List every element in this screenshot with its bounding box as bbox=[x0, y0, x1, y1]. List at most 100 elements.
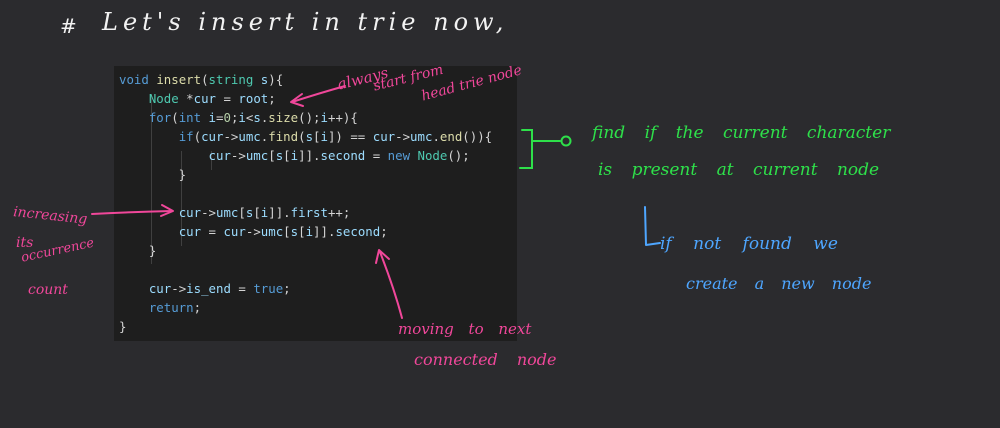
code-token: umc bbox=[410, 129, 433, 144]
code-line: cur->umc[s[i]].second = new Node(); bbox=[119, 146, 470, 165]
code-token: } bbox=[119, 243, 157, 258]
code-token: (); bbox=[447, 148, 470, 163]
code-token: i bbox=[290, 148, 299, 163]
code-token: second bbox=[320, 148, 366, 163]
code-line: for(int i=0;i<s.size();i++){ bbox=[119, 108, 358, 127]
code-token: [ bbox=[268, 148, 276, 163]
code-token: } bbox=[119, 319, 127, 334]
arrow-to-first-head bbox=[160, 204, 174, 217]
code-token: . bbox=[260, 110, 269, 125]
code-token: cur bbox=[201, 129, 224, 144]
code-token: s bbox=[253, 110, 261, 125]
code-token: ]]. bbox=[268, 205, 291, 220]
code-token: Node bbox=[417, 148, 448, 163]
code-token: ++; bbox=[327, 205, 351, 220]
code-token: first bbox=[290, 205, 328, 220]
code-token: cur bbox=[223, 224, 246, 239]
code-token: ()){ bbox=[462, 129, 493, 144]
code-token: ; bbox=[193, 300, 202, 315]
code-token: return bbox=[148, 300, 194, 315]
code-token: ]) == bbox=[327, 129, 373, 144]
code-token: = bbox=[216, 91, 239, 106]
arrow-to-root-head bbox=[290, 93, 304, 107]
annotation-find: find if the current character bbox=[592, 123, 891, 143]
code-token: = bbox=[365, 148, 388, 163]
code-token: string bbox=[208, 72, 261, 87]
annotation-create-node: create a new node bbox=[686, 274, 872, 293]
code-editor: void insert(string s){ Node *cur = root;… bbox=[114, 66, 517, 341]
code-token: i bbox=[305, 224, 314, 239]
code-token: s bbox=[305, 129, 314, 144]
code-token: i bbox=[320, 129, 328, 144]
annotation-moving: moving to next bbox=[398, 320, 532, 338]
code-token: end bbox=[439, 129, 463, 144]
code-line: } bbox=[119, 317, 126, 336]
code-token: s bbox=[275, 148, 284, 163]
annotation-is-present: is present at current node bbox=[598, 160, 880, 180]
annotation-connected-node: connected node bbox=[414, 350, 557, 369]
code-token: insert bbox=[156, 72, 202, 87]
code-token: ){ bbox=[268, 72, 284, 87]
code-token: * bbox=[186, 91, 194, 106]
code-token: new bbox=[387, 148, 418, 163]
code-token: cur bbox=[178, 205, 202, 220]
code-token: is_end bbox=[186, 281, 231, 296]
code-token: ]]. bbox=[298, 148, 321, 163]
code-token: find bbox=[268, 129, 299, 144]
code-line: void insert(string s){ bbox=[119, 70, 283, 89]
blue-hook bbox=[644, 206, 661, 246]
arrow-to-root-line bbox=[291, 85, 346, 103]
code-token: } bbox=[119, 167, 187, 182]
code-token: Node bbox=[148, 91, 187, 106]
code-token: i bbox=[260, 205, 269, 220]
code-line: cur->umc[s[i]].first++; bbox=[119, 203, 351, 222]
code-token: umc bbox=[245, 148, 269, 163]
code-token: true bbox=[253, 281, 284, 296]
annotation-if-not-found: if not found we bbox=[660, 234, 838, 254]
code-token: umc bbox=[238, 129, 261, 144]
code-token: cur bbox=[208, 148, 231, 163]
code-token: . bbox=[432, 129, 440, 144]
green-bracket bbox=[519, 129, 533, 169]
code-token: i bbox=[320, 110, 328, 125]
code-token: i bbox=[238, 110, 246, 125]
code-token: second bbox=[335, 224, 381, 239]
code-token: ( bbox=[193, 129, 202, 144]
code-line: cur->is_end = true; bbox=[119, 279, 291, 298]
annotation-count: count bbox=[28, 282, 68, 298]
indent-guide bbox=[211, 151, 212, 170]
code-token: 0 bbox=[223, 110, 231, 125]
code-line: } bbox=[119, 241, 156, 260]
code-token: root bbox=[238, 91, 269, 106]
heading-text: Let's insert in trie now, bbox=[102, 8, 509, 36]
code-token: i bbox=[208, 110, 217, 125]
heading-hash: # bbox=[60, 14, 77, 38]
code-line: return; bbox=[119, 298, 201, 317]
code-token: -> bbox=[201, 205, 216, 220]
code-token: ( bbox=[298, 129, 306, 144]
green-connector-dot bbox=[560, 135, 572, 147]
code-token: [ bbox=[253, 205, 261, 220]
code-token: ; bbox=[268, 91, 276, 106]
code-token: ( bbox=[201, 72, 209, 87]
code-token: (); bbox=[298, 110, 321, 125]
code-token: -> bbox=[223, 129, 239, 144]
arrow-to-first-line bbox=[91, 210, 173, 215]
code-token: umc bbox=[260, 224, 284, 239]
code-token: -> bbox=[245, 224, 261, 239]
code-token: cur bbox=[178, 224, 202, 239]
code-token: cur bbox=[193, 91, 217, 106]
code-token: [ bbox=[238, 205, 246, 220]
code-token: [ bbox=[313, 129, 321, 144]
code-token: for bbox=[148, 110, 172, 125]
code-token: = bbox=[216, 110, 224, 125]
code-token: [ bbox=[283, 148, 291, 163]
indent-guide bbox=[151, 94, 152, 264]
code-token: < bbox=[245, 110, 254, 125]
code-token: size bbox=[268, 110, 299, 125]
code-token: ]]. bbox=[313, 224, 336, 239]
code-token: void bbox=[119, 72, 157, 87]
code-line: cur = cur->umc[s[i]].second; bbox=[119, 222, 388, 241]
code-token: [ bbox=[298, 224, 306, 239]
